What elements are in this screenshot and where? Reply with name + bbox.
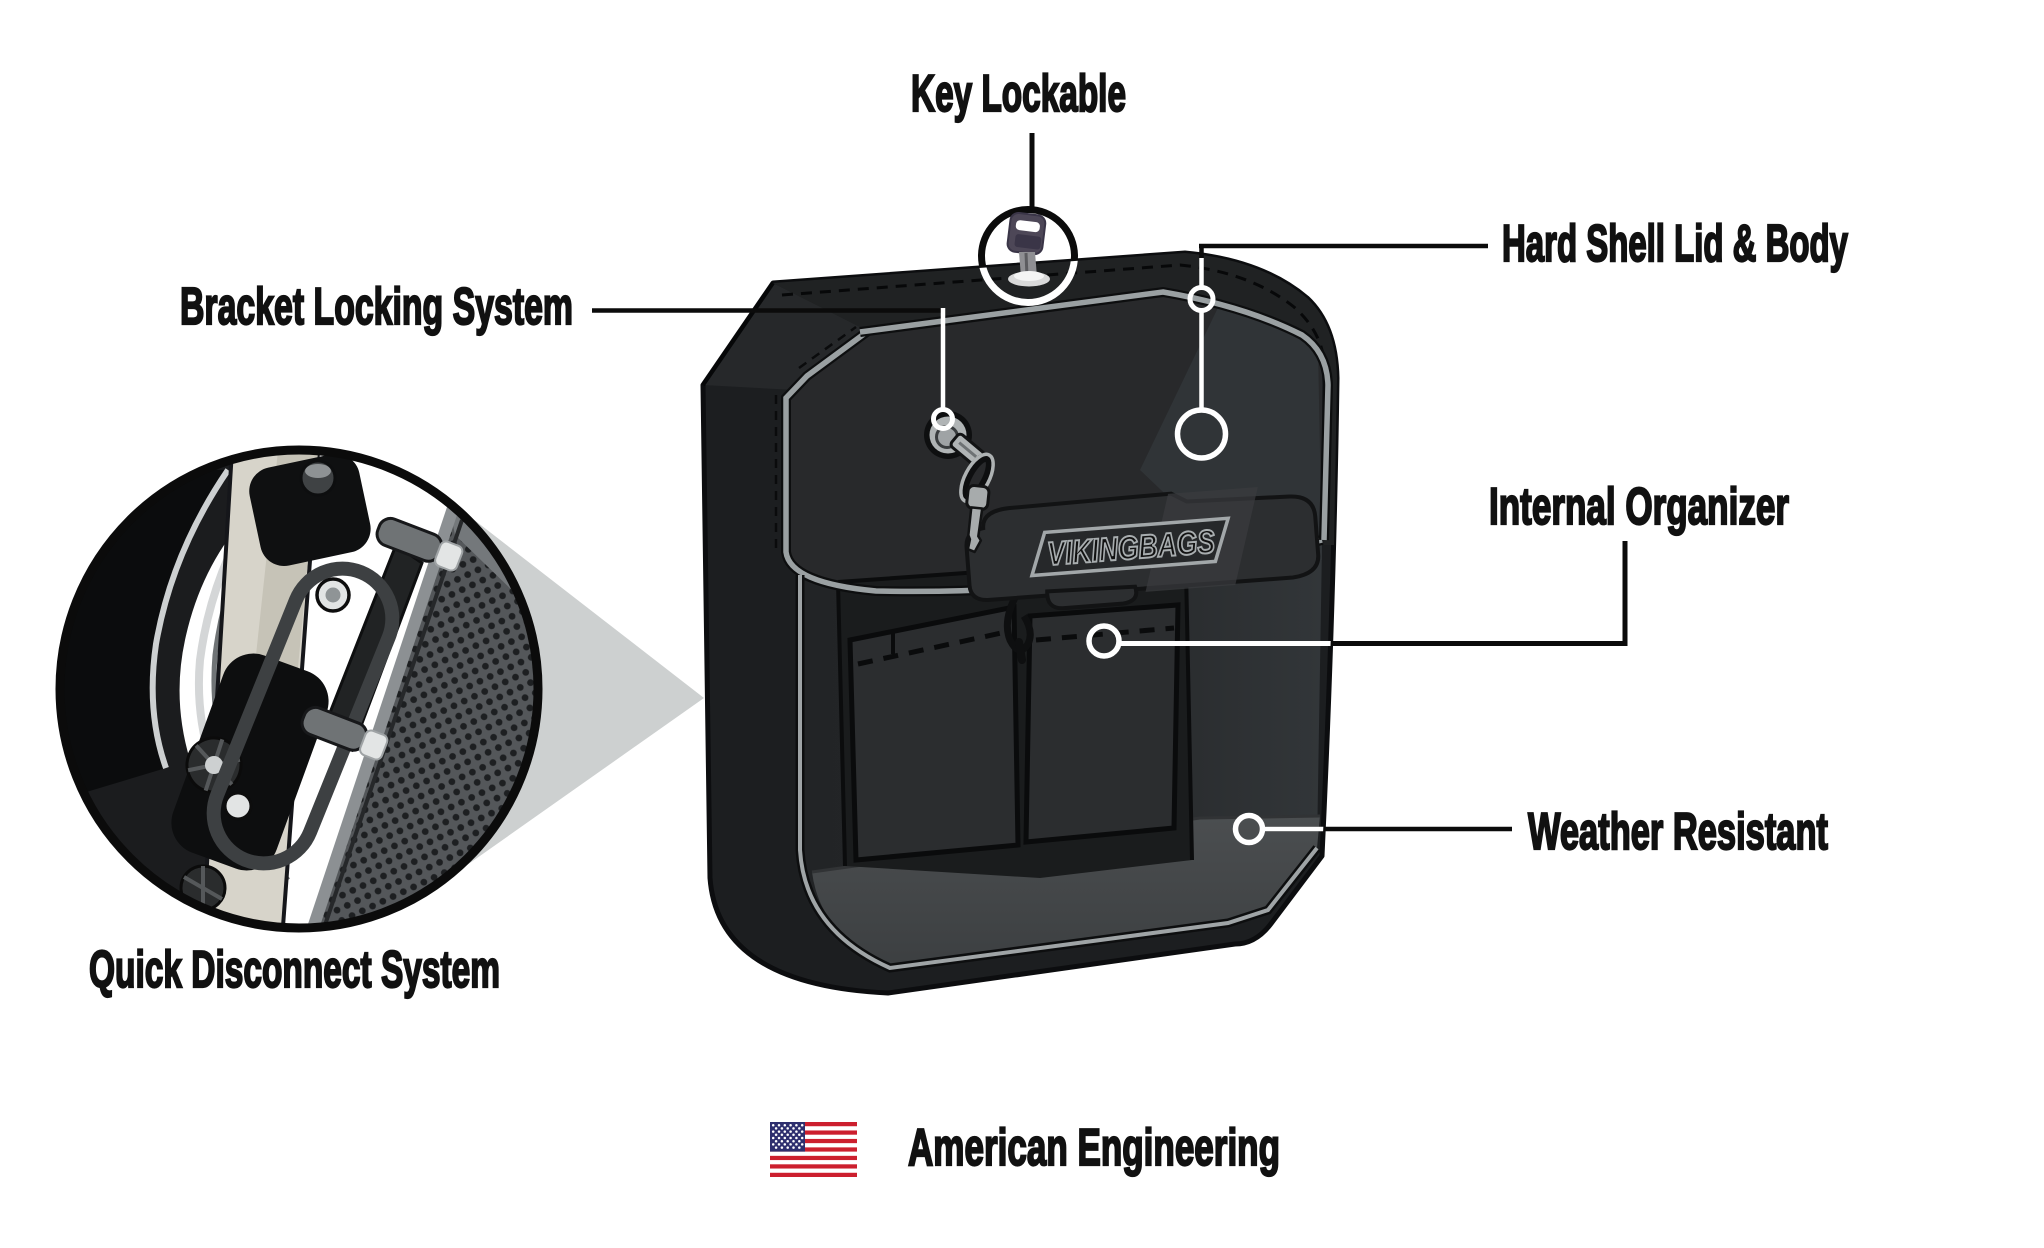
svg-text:Weather Resistant: Weather Resistant bbox=[1528, 803, 1828, 861]
svg-text:Bracket Locking System: Bracket Locking System bbox=[180, 278, 573, 336]
svg-text:Internal Organizer: Internal Organizer bbox=[1489, 478, 1789, 536]
svg-text:Hard Shell Lid & Body: Hard Shell Lid & Body bbox=[1502, 215, 1848, 273]
svg-text:Quick Disconnect System: Quick Disconnect System bbox=[89, 941, 500, 999]
svg-text:Key Lockable: Key Lockable bbox=[911, 65, 1126, 123]
svg-text:American Engineering: American Engineering bbox=[908, 1119, 1280, 1177]
